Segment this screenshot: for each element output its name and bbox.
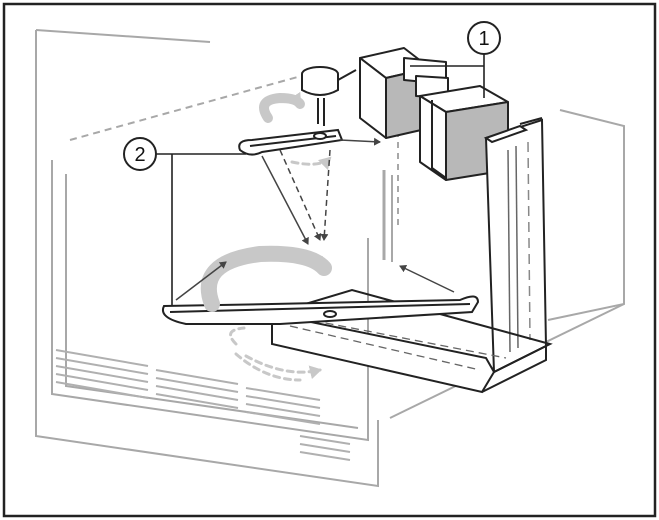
waveguide	[271, 117, 553, 394]
lower-stirrer-blade	[162, 295, 480, 325]
waveguide-cap	[301, 66, 357, 126]
callout-1-circle	[467, 21, 501, 55]
callout-1-label: 1	[478, 28, 489, 50]
upper-stirrer-blade	[238, 128, 344, 156]
callout-leaders	[156, 52, 485, 306]
callout-2-label: 2	[134, 144, 145, 166]
callout-1: 1	[467, 21, 501, 55]
radiation-arrows	[175, 137, 455, 301]
callout-2-circle	[123, 137, 157, 171]
flow-arrows	[200, 91, 332, 382]
front-vent-grille	[55, 349, 351, 461]
callout-2: 2	[123, 137, 157, 171]
magnetron-assembly	[359, 47, 509, 181]
